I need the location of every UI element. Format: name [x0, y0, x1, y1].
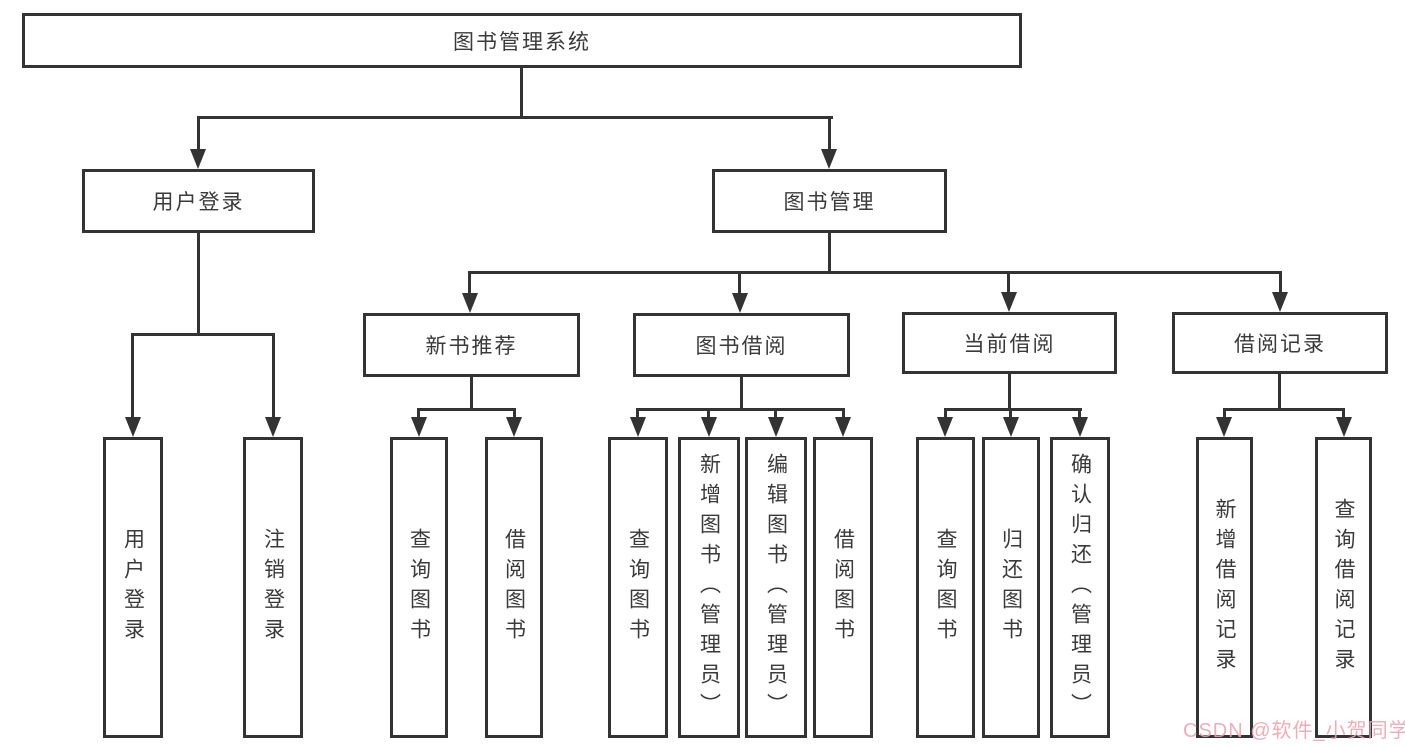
connector-line — [417, 408, 420, 422]
connector-line — [1078, 408, 1081, 422]
leaf-borrow-book-1-label: 借阅图书 — [502, 527, 526, 648]
connector-line — [944, 408, 1082, 411]
leaf-confirm-return-admin: 确认归还（管理员） — [1050, 437, 1110, 738]
connector-line — [1009, 408, 1012, 422]
connector-line — [828, 116, 831, 152]
node-new-book-recommend-label: 新书推荐 — [425, 335, 518, 358]
connector-line — [197, 116, 200, 152]
connector-line — [842, 408, 845, 422]
node-current-borrowing-label: 当前借阅 — [963, 333, 1056, 356]
node-current-borrowing: 当前借阅 — [902, 312, 1117, 374]
node-book-management-label: 图书管理 — [783, 191, 876, 214]
leaf-user-login: 用户登录 — [103, 437, 163, 738]
leaf-user-login-label: 用户登录 — [121, 527, 145, 648]
arrowhead-down-icon — [411, 417, 427, 437]
arrowhead-down-icon — [937, 417, 953, 437]
connector-line — [828, 233, 831, 274]
arrowhead-down-icon — [462, 293, 478, 313]
connector-line — [944, 408, 947, 422]
leaf-borrow-book-2-label: 借阅图书 — [831, 527, 855, 648]
connector-line — [636, 408, 845, 411]
connector-line — [520, 68, 523, 119]
leaf-query-borrow-record-label: 查询借阅记录 — [1332, 497, 1356, 678]
arrowhead-down-icon — [701, 417, 717, 437]
connector-line — [1008, 374, 1011, 411]
arrowhead-down-icon — [835, 417, 851, 437]
node-user-login: 用户登录 — [82, 169, 315, 233]
node-root-label: 图书管理系统 — [453, 30, 591, 54]
connector-line — [740, 377, 743, 411]
leaf-logout: 注销登录 — [243, 437, 303, 738]
arrowhead-down-icon — [265, 417, 281, 437]
arrowhead-down-icon — [506, 417, 522, 437]
connector-line — [197, 233, 200, 336]
arrowhead-down-icon — [1072, 417, 1088, 437]
leaf-query-book-2-label: 查询图书 — [626, 527, 650, 648]
connector-line — [707, 408, 710, 422]
connector-line — [738, 271, 741, 297]
leaf-logout-label: 注销登录 — [261, 527, 285, 648]
connector-line — [1223, 408, 1226, 422]
leaf-add-book-admin-label: 新增图书（管理员） — [697, 452, 721, 723]
leaf-edit-book-admin-label: 编辑图书（管理员） — [764, 452, 788, 723]
leaf-query-borrow-record: 查询借阅记录 — [1315, 437, 1372, 738]
connector-line — [197, 116, 833, 119]
connector-line — [1278, 374, 1281, 411]
leaf-add-borrow-record-label: 新增借阅记录 — [1213, 497, 1237, 678]
leaf-add-borrow-record: 新增借阅记录 — [1196, 437, 1253, 738]
connector-line — [468, 271, 1282, 274]
leaf-edit-book-admin: 编辑图书（管理员） — [745, 437, 807, 738]
leaf-add-book-admin: 新增图书（管理员） — [678, 437, 740, 738]
leaf-query-book-3: 查询图书 — [916, 437, 975, 738]
connector-line — [417, 408, 516, 411]
arrowhead-down-icon — [630, 417, 646, 437]
leaf-return-book: 归还图书 — [982, 437, 1040, 738]
arrowhead-down-icon — [125, 417, 141, 437]
arrowhead-down-icon — [821, 149, 837, 169]
arrowhead-down-icon — [732, 293, 748, 313]
leaf-query-book-1-label: 查询图书 — [407, 527, 431, 648]
connector-line — [272, 333, 275, 420]
arrowhead-down-icon — [1272, 292, 1288, 312]
node-root: 图书管理系统 — [22, 13, 1022, 68]
node-book-borrowing-label: 图书借阅 — [695, 335, 788, 358]
connector-line — [1223, 408, 1345, 411]
connector-line — [131, 333, 275, 336]
arrowhead-down-icon — [190, 149, 206, 169]
arrowhead-down-icon — [1336, 417, 1352, 437]
connector-line — [513, 408, 516, 422]
connector-line — [774, 408, 777, 422]
leaf-query-book-2: 查询图书 — [608, 437, 668, 738]
leaf-query-book-1: 查询图书 — [390, 437, 448, 738]
node-user-login-label: 用户登录 — [152, 191, 245, 214]
arrowhead-down-icon — [1003, 417, 1019, 437]
csdn-watermark: CSDN @软件_小贺同学 — [1183, 720, 1405, 742]
node-new-book-recommend: 新书推荐 — [363, 313, 580, 377]
connector-line — [1279, 271, 1282, 296]
arrowhead-down-icon — [1216, 417, 1232, 437]
connector-line — [470, 377, 473, 411]
connector-line — [131, 333, 134, 420]
node-borrow-records-label: 借阅记录 — [1234, 333, 1326, 356]
node-book-management: 图书管理 — [712, 169, 947, 233]
leaf-confirm-return-admin-label: 确认归还（管理员） — [1068, 452, 1092, 723]
connector-line — [468, 271, 471, 297]
leaf-borrow-book-2: 借阅图书 — [813, 437, 873, 738]
node-borrow-records: 借阅记录 — [1172, 312, 1388, 374]
arrowhead-down-icon — [768, 417, 784, 437]
connector-line — [1007, 271, 1010, 296]
leaf-return-book-label: 归还图书 — [999, 527, 1023, 648]
node-book-borrowing: 图书借阅 — [633, 313, 850, 377]
connector-line — [636, 408, 639, 422]
arrowhead-down-icon — [1001, 292, 1017, 312]
connector-line — [1342, 408, 1345, 422]
leaf-query-book-3-label: 查询图书 — [934, 527, 958, 648]
leaf-borrow-book-1: 借阅图书 — [485, 437, 543, 738]
